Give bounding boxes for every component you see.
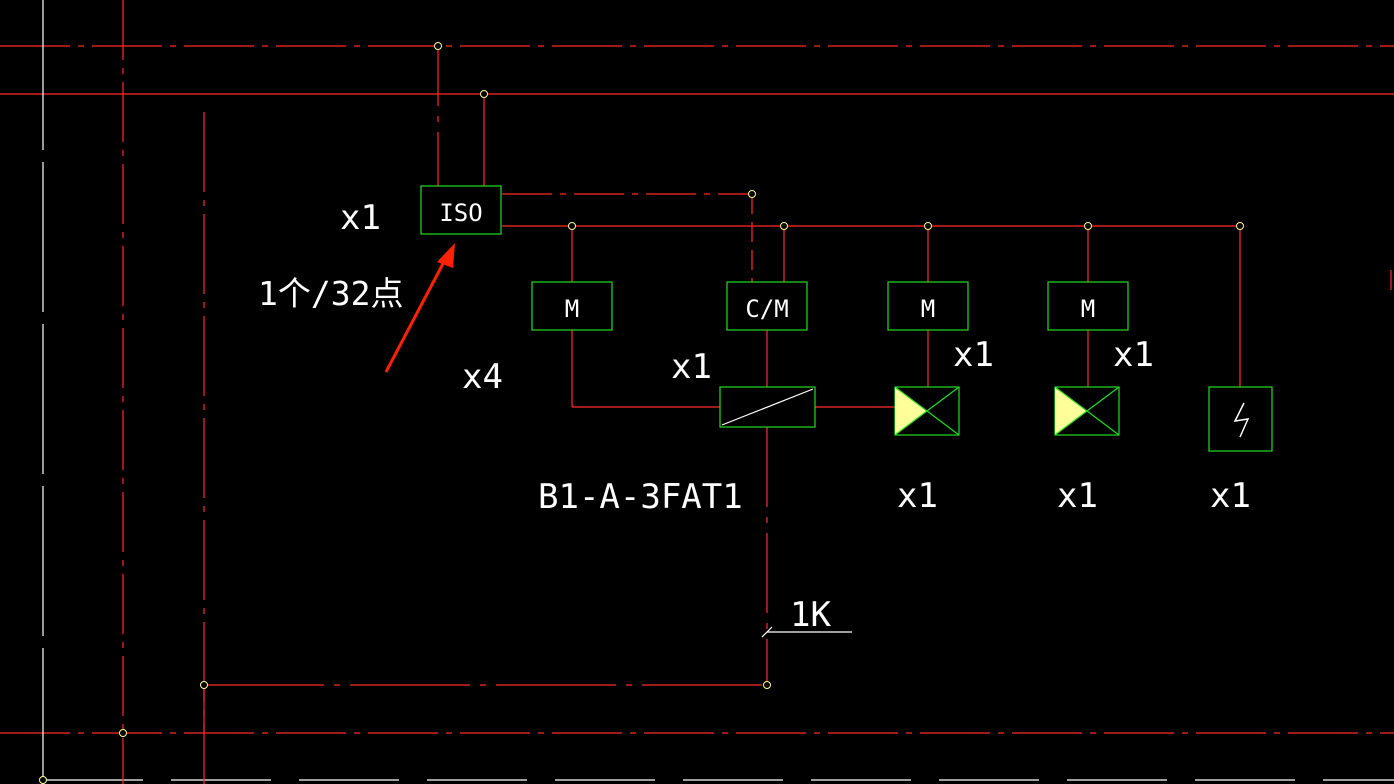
node (480, 90, 488, 98)
frame-node-bl (119, 729, 127, 737)
monitor-module-icon: M (1047, 281, 1129, 331)
m1-box-label: M (565, 295, 579, 323)
node (924, 222, 932, 230)
m3-box-label: M (1081, 295, 1095, 323)
node (200, 681, 208, 689)
power-supply-icon (1208, 386, 1273, 452)
wire-nodes (200, 42, 1244, 689)
m-count-label: x4 (462, 357, 503, 397)
node (1236, 222, 1244, 230)
node (763, 681, 771, 689)
valve1-upper-count: x1 (953, 335, 994, 375)
cm-box-label: C/M (745, 295, 788, 323)
node (568, 222, 576, 230)
red-arrow-icon (384, 243, 455, 373)
cm-count-label: x1 (671, 347, 712, 387)
iso-note-label: 1个/32点 (258, 274, 403, 313)
cable-length-label: 1K (790, 595, 831, 635)
valve2-upper-count: x1 (1113, 335, 1154, 375)
power-lower-count: x1 (1210, 476, 1251, 516)
frame-node-corner (39, 776, 47, 784)
monitor-module-icon: M (887, 281, 969, 331)
monitor-module-icon: M (531, 281, 613, 331)
fire-damper-icon (894, 386, 960, 436)
cable-length-leader (761, 626, 852, 638)
isolator-module-icon: ISO (420, 185, 502, 235)
fire-damper-icon (1054, 386, 1120, 436)
wiring (203, 46, 1241, 733)
node (748, 190, 756, 198)
valve1-lower-count: x1 (897, 476, 938, 516)
node (780, 222, 788, 230)
device-id-label: B1-A-3FAT1 (538, 477, 743, 517)
diagram-labels: x1 1个/32点 x4 x1 B1-A-3FAT1 x1 x1 x1 x1 x… (258, 198, 1251, 635)
control-monitor-module-icon: C/M (726, 281, 808, 331)
m2-box-label: M (921, 295, 935, 323)
iso-box-label: ISO (439, 199, 482, 227)
terminal-box-icon (719, 386, 816, 428)
valve2-lower-count: x1 (1057, 476, 1098, 516)
iso-count-label: x1 (340, 198, 381, 238)
node (1084, 222, 1092, 230)
node (434, 42, 442, 50)
